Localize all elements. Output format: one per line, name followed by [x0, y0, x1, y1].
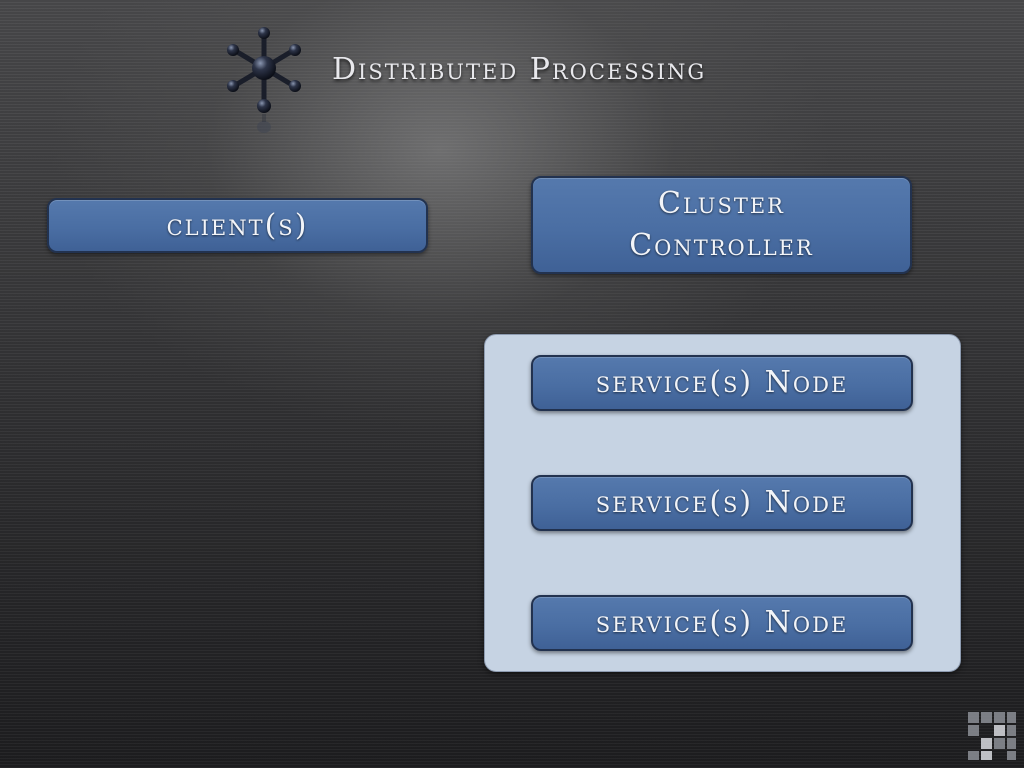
logo-container [222, 26, 308, 138]
molecule-network-icon [227, 27, 301, 133]
cluster-controller-label: Cluster Controller [629, 186, 814, 263]
slide-title: Distributed Processing [332, 52, 707, 87]
service-node-3: service(s) Node [531, 595, 913, 651]
cluster-controller-box: Cluster Controller [531, 176, 912, 274]
pixel-grid-logo-icon [968, 712, 1016, 760]
service-node-label: service(s) Node [595, 485, 849, 520]
service-node-1: service(s) Node [531, 355, 913, 411]
client-box: client(s) [47, 198, 428, 253]
service-node-2: service(s) Node [531, 475, 913, 531]
service-node-label: service(s) Node [595, 605, 849, 640]
service-node-label: service(s) Node [595, 365, 849, 400]
client-label: client(s) [166, 207, 309, 243]
